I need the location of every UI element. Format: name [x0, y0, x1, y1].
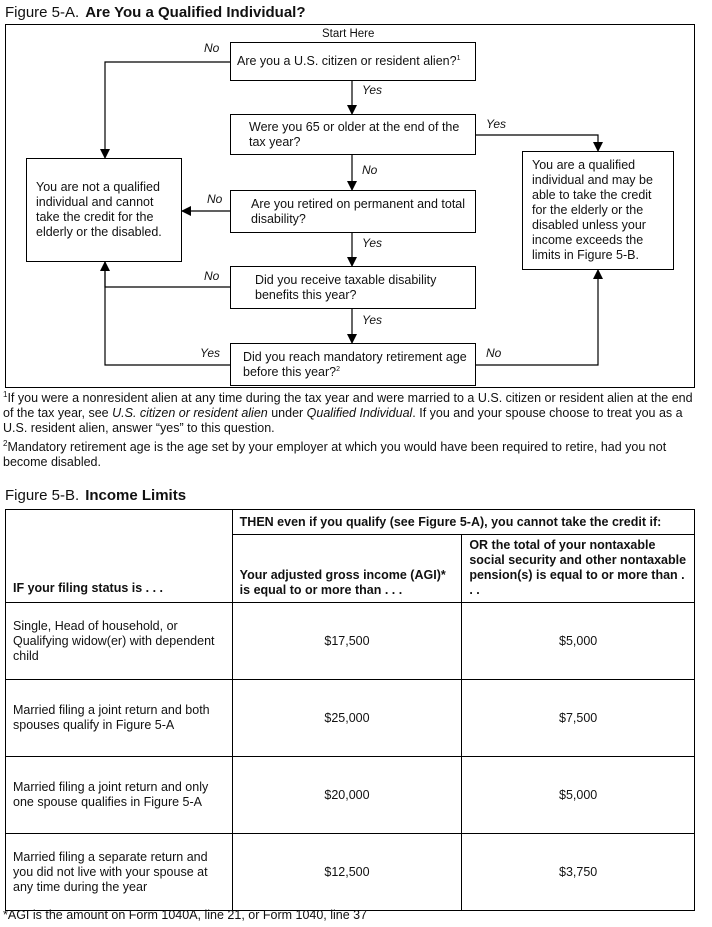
header-then: THEN even if you qualify (see Figure 5-A… [231, 509, 696, 535]
footnote-ref-1: 1 [456, 54, 461, 62]
footnote-1: 1If you were a nonresident alien at any … [3, 389, 693, 435]
question-retirement-age: Did you reach mandatory retirement age b… [230, 343, 476, 386]
income-limits-table: IF your filing status is . . . THEN even… [5, 509, 696, 911]
question-retirement-age-text: Did you reach mandatory retirement age b… [243, 349, 467, 379]
row-pension: $5,000 [461, 602, 695, 680]
figure-a-number: Figure 5-A. [5, 4, 80, 21]
label-q1-no: No [204, 41, 220, 55]
question-disability-benefits-text: Did you receive taxable disability benef… [255, 272, 437, 302]
flowchart-connectors [100, 61, 603, 366]
header-agi: Your adjusted gross income (AGI)* is equ… [231, 534, 463, 603]
row-agi: $25,000 [231, 679, 463, 757]
agi-footnote: *AGI is the amount on Form 1040A, line 2… [3, 908, 368, 922]
label-q4-yes: Yes [362, 313, 383, 327]
figure-b-title: Figure 5-B. Income Limits [5, 487, 186, 504]
table-row: Married filing a joint return and only o… [5, 756, 695, 834]
flowchart-frame [5, 24, 695, 388]
result-not-qualified: You are not a qualified individual and c… [26, 158, 182, 262]
table-row: Married filing a joint return and both s… [5, 679, 695, 757]
question-citizen-text: Are you a U.S. citizen or resident alien… [237, 54, 457, 68]
footnote-ref-2: 2 [336, 365, 341, 373]
label-q2-yes: Yes [486, 117, 507, 131]
row-agi: $20,000 [231, 756, 463, 834]
result-qualified: You are a qualified individual and may b… [522, 151, 674, 270]
result-not-qualified-text: You are not a qualified individual and c… [36, 180, 162, 239]
question-retired-disability-text: Are you retired on permanent and total d… [251, 196, 466, 226]
row-status: Married filing a joint return and both s… [5, 679, 233, 757]
row-pension: $7,500 [461, 679, 695, 757]
row-status: Single, Head of household, or Qualifying… [5, 602, 233, 680]
question-disability-benefits: Did you receive taxable disability benef… [230, 266, 476, 309]
row-pension: $3,750 [461, 833, 695, 911]
figure-b-number: Figure 5-B. [5, 487, 80, 504]
label-q3-no: No [207, 192, 223, 206]
row-status: Married filing a separate return and you… [5, 833, 233, 911]
figure-a-title: Figure 5-A. Are You a Qualified Individua… [5, 4, 306, 21]
start-here-label: Start Here [322, 28, 375, 40]
result-qualified-text: You are a qualified individual and may b… [532, 158, 653, 262]
figure-b-heading: Income Limits [85, 487, 187, 504]
label-q3-yes: Yes [362, 236, 383, 250]
row-agi: $12,500 [231, 833, 463, 911]
table-row: Single, Head of household, or Qualifying… [5, 602, 695, 680]
table-row: Married filing a separate return and you… [5, 833, 695, 911]
header-filing-status: IF your filing status is . . . [5, 509, 233, 603]
row-status: Married filing a joint return and only o… [5, 756, 233, 834]
row-agi: $17,500 [231, 602, 463, 680]
label-q4-no: No [204, 269, 220, 283]
question-age-65-text: Were you 65 or older at the end of the t… [249, 119, 460, 149]
label-q5-no: No [486, 346, 502, 360]
footnote-1-mark: 1 [3, 389, 8, 399]
footnote-2: 2Mandatory retirement age is the age set… [3, 438, 667, 469]
question-retired-disability: Are you retired on permanent and total d… [230, 190, 476, 233]
row-pension: $5,000 [461, 756, 695, 834]
question-citizen: Are you a U.S. citizen or resident alien… [230, 42, 476, 81]
question-age-65: Were you 65 or older at the end of the t… [230, 114, 476, 155]
header-pension: OR the total of your nontaxable social s… [461, 534, 695, 603]
footnote-2-mark: 2 [3, 438, 8, 448]
figure-a-heading: Are You a Qualified Individual? [85, 4, 306, 21]
label-q5-yes: Yes [200, 346, 221, 360]
label-q2-no: No [362, 163, 378, 177]
label-q1-yes: Yes [362, 83, 383, 97]
